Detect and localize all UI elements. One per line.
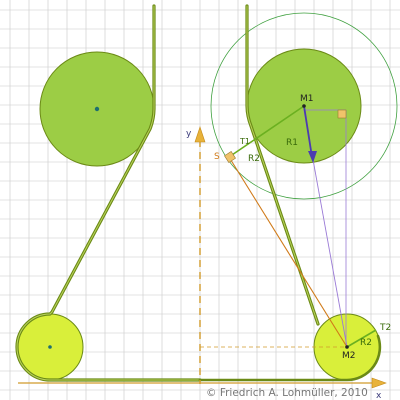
r2-radius-line xyxy=(346,329,377,348)
label-r2-right: R2 xyxy=(360,338,372,348)
label-y-axis: y xyxy=(186,129,192,139)
point-m2 xyxy=(345,345,349,349)
left-belt xyxy=(15,4,202,382)
point-m1 xyxy=(302,104,306,108)
label-t2: T2 xyxy=(379,323,391,333)
label-m1: M1 xyxy=(300,94,314,104)
label-r2-left: R2 xyxy=(248,154,260,164)
y-axis-arrow xyxy=(194,126,206,143)
vector-m1-down xyxy=(303,105,313,158)
right-angle-marker-s xyxy=(224,151,236,163)
right-angle-marker-m1 xyxy=(337,109,347,119)
label-r1: R1 xyxy=(286,138,298,148)
left-big-disc-center xyxy=(94,106,100,112)
left-small-disc-center xyxy=(48,345,52,349)
copyright-text: © Friedrich A. Lohmüller, 2010 xyxy=(206,387,368,399)
label-m2: M2 xyxy=(342,351,356,361)
helper-line-s-to-m2 xyxy=(228,156,348,348)
x-axis-arrow xyxy=(371,377,387,389)
label-x-axis: x xyxy=(376,391,382,400)
outer-construction-circle xyxy=(210,12,398,200)
vector-arrowhead xyxy=(308,151,317,163)
helper-line-m1-to-s xyxy=(228,105,305,158)
right-belt xyxy=(198,4,382,382)
label-s: S xyxy=(214,152,220,162)
label-t1: T1 xyxy=(239,137,250,146)
